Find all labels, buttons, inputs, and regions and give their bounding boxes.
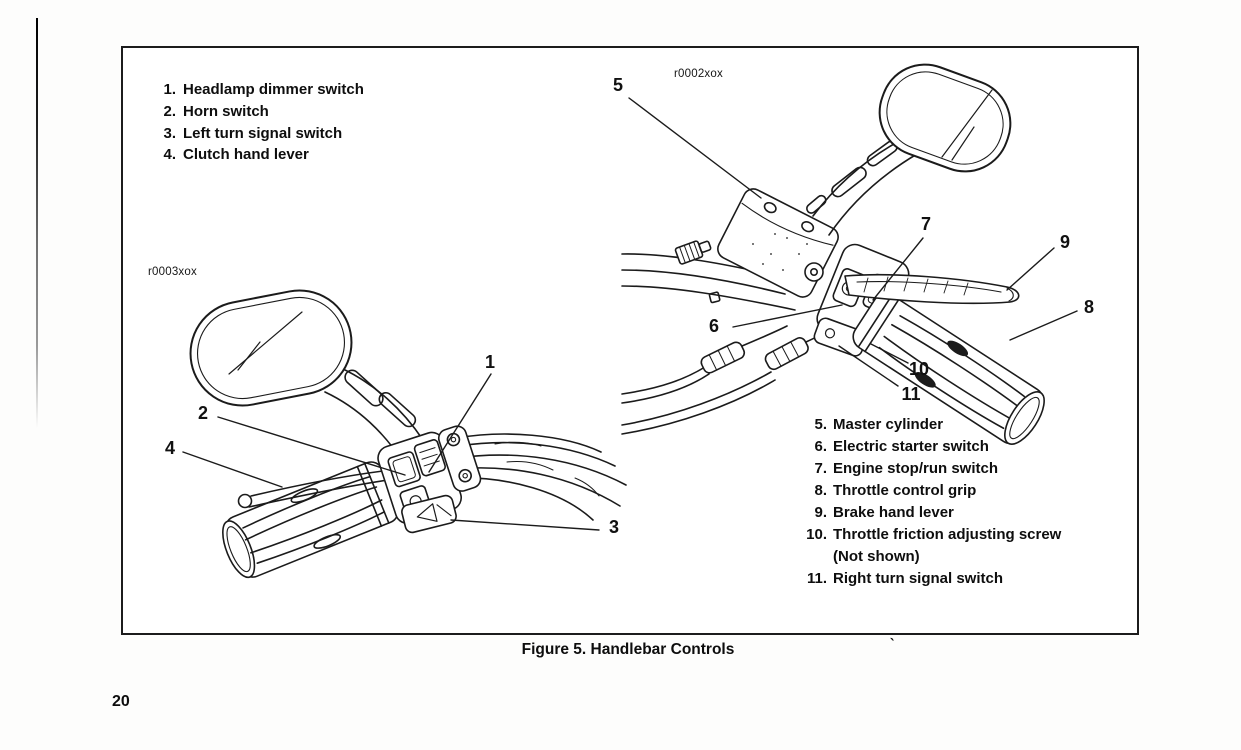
left-mirror: [189, 289, 353, 407]
legend-num: 4.: [163, 146, 176, 164]
right-leader-lines: [628, 97, 1078, 387]
left-grip: [222, 461, 399, 579]
throttle-cables: [621, 325, 838, 435]
legend-item-5: 5. Master cylinder: [791, 414, 1061, 436]
legend-num: 2.: [163, 102, 176, 120]
callout-11: 11: [901, 384, 920, 404]
legend-label-line1: Throttle friction adjusting screw: [833, 526, 1062, 543]
legend-label: Horn switch: [183, 102, 269, 120]
legend-item-3: 3. Left turn signal switch: [156, 123, 364, 145]
legend-item-4: 4. Clutch hand lever: [156, 144, 364, 166]
legend-item-11: 11. Right turn signal switch: [791, 568, 1061, 590]
scan-edge-line: [36, 18, 38, 428]
left-leader-lines: [182, 373, 600, 531]
legend-num: 11.: [806, 570, 827, 587]
right-handlebar-drawing: [621, 63, 1078, 445]
figure-box: 1 2 3 4 5 6 7 8 9 10 11 r0003xox r0002xo…: [121, 46, 1139, 635]
legend-label: Clutch hand lever: [183, 146, 309, 164]
legend-num: 9.: [814, 504, 827, 521]
legend-label: Right turn signal switch: [833, 570, 1004, 587]
legend-num: 7.: [814, 460, 827, 477]
legend-label-line2: (Not shown): [833, 548, 920, 565]
master-cylinder: [717, 188, 839, 298]
legend-item-2: 2. Horn switch: [156, 101, 364, 123]
callout-4: 4: [165, 438, 175, 458]
legend-label: Master cylinder: [833, 416, 944, 433]
legend-num: 8.: [814, 482, 827, 499]
callout-numbers: 1 2 3 4 5 6 7 8 9 10 11: [165, 75, 1094, 537]
legend-item-8: 8. Throttle control grip: [791, 480, 1061, 502]
left-legend: 1. Headlamp dimmer switch 2. Horn switch…: [156, 79, 364, 166]
legend-label: Throttle control grip: [833, 482, 977, 499]
figure-caption: Figure 5. Handlebar Controls: [521, 641, 735, 658]
legend-label: Throttle friction adjusting screw (Not s…: [833, 524, 1061, 568]
legend-item-6: 6. Electric starter switch: [791, 436, 1061, 458]
ref-code-left: r0003xox: [148, 266, 197, 278]
callout-5: 5: [613, 75, 623, 95]
right-mirror: [878, 63, 1012, 173]
right-legend: 5. Master cylinder 6. Electric starter s…: [791, 414, 1061, 590]
legend-label: Brake hand lever: [833, 504, 954, 521]
legend-num: 5.: [814, 416, 827, 433]
legend-item-9: 9. Brake hand lever: [791, 502, 1061, 524]
callout-2: 2: [198, 403, 208, 423]
callout-3: 3: [609, 517, 619, 537]
callout-7: 7: [921, 214, 931, 234]
left-handlebar-drawing: [182, 289, 627, 579]
callout-1: 1: [485, 352, 495, 372]
throttle-adjuster-screw: [674, 240, 712, 265]
page-number: 20: [112, 693, 130, 710]
legend-item-7: 7. Engine stop/run switch: [791, 458, 1061, 480]
legend-item-1: 1. Headlamp dimmer switch: [156, 79, 364, 101]
legend-label: Headlamp dimmer switch: [183, 81, 364, 98]
legend-label: Engine stop/run switch: [833, 460, 999, 477]
legend-num: 3.: [163, 124, 176, 142]
left-turn-signal-switch: [401, 494, 457, 534]
legend-label: Electric starter switch: [833, 438, 989, 455]
handlebar-controls-illustration: 1 2 3 4 5 6 7 8 9 10 11: [165, 63, 1094, 579]
callout-6: 6: [709, 316, 719, 336]
legend-num: 1.: [163, 81, 176, 98]
legend-label: Left turn signal switch: [183, 124, 343, 142]
ref-code-right: r0002xox: [674, 68, 723, 80]
legend-item-10: 10. Throttle friction adjusting screw (N…: [791, 524, 1061, 568]
callout-9: 9: [1060, 232, 1070, 252]
throttle-grip: [852, 292, 1045, 445]
callout-10: 10: [909, 359, 929, 379]
legend-num: 10.: [806, 526, 827, 543]
left-clutch-lever: [237, 469, 396, 509]
legend-num: 6.: [814, 438, 827, 455]
callout-8: 8: [1084, 297, 1094, 317]
right-mirror-arm: [806, 139, 918, 236]
